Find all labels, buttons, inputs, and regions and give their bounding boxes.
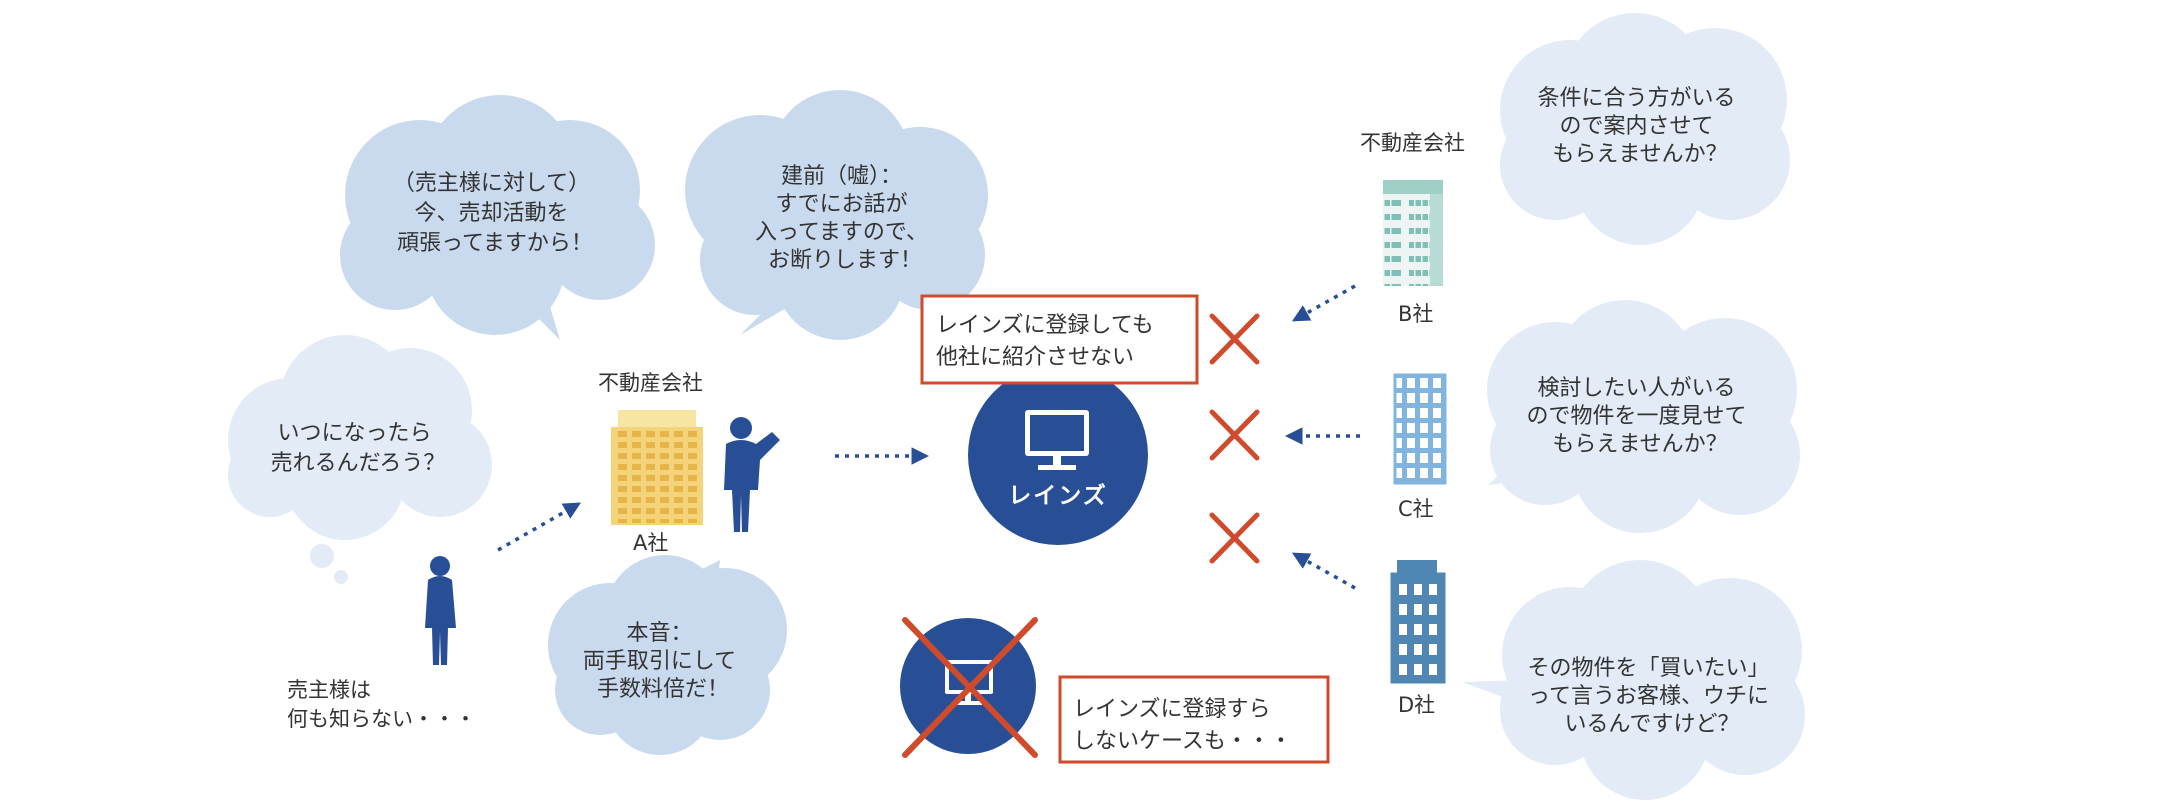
not-registered-text: レインズに登録すら しないケースも・・・ xyxy=(1073,697,1292,754)
company-b-bubble: 条件に合う方がいる ので案内させて もらえませんか？ xyxy=(1500,13,1790,245)
company-b-name: B社 xyxy=(1398,302,1433,326)
company-a-to-seller-line-2: 今、売却活動を xyxy=(414,201,568,226)
company-c-building-icon xyxy=(1393,373,1447,485)
company-b-text: 条件に合う方がいる ので案内させて もらえませんか？ xyxy=(1537,86,1742,167)
arrow-d-to-reins xyxy=(1291,552,1356,590)
company-b-building-icon xyxy=(1383,180,1443,286)
company-a-true-line-3: 手数料倍だ！ xyxy=(597,677,729,702)
seller-label: 売主様は 何も知らない・・・ xyxy=(287,678,476,731)
no-referral-box: レインズに登録しても 他社に紹介させない xyxy=(920,294,1199,385)
cross-icon xyxy=(902,617,1038,758)
company-a-true-bubble: 本音： 両手取引にして 手数料倍だ！ xyxy=(548,555,787,755)
company-a-pretense-line-2: すでにお話が xyxy=(775,192,907,217)
company-a-pretense-text: 建前（嘘）： すでにお話が 入ってますので、 お断りします！ xyxy=(755,164,935,273)
company-b-line-3: もらえませんか？ xyxy=(1552,142,1727,167)
seller-thought-bubble: いつになったら 売れるんだろう？ xyxy=(228,335,492,584)
block-c-cross-icon xyxy=(1209,409,1260,461)
company-a-to-seller-text: （売主様に対して） 今、売却活動を 頑張ってますから！ xyxy=(393,171,597,256)
seller-person-icon xyxy=(425,556,456,665)
block-b-cross-icon xyxy=(1209,313,1260,365)
company-b-line-1: 条件に合う方がいる xyxy=(1537,86,1735,111)
company-c-line-1: 検討したい人がいる xyxy=(1537,376,1735,401)
company-b-line-2: ので案内させて xyxy=(1559,114,1713,139)
no-referral-line-1: レインズに登録しても xyxy=(936,313,1154,338)
unregistered-reins-icon xyxy=(900,617,1038,758)
company-a-pretense-bubble: 建前（嘘）： すでにお話が 入ってますので、 お断りします！ xyxy=(685,90,988,340)
company-d-bubble: その物件を「買いたい」 って言うお客様、ウチに いるんですけど？ xyxy=(1462,560,1805,800)
company-a-building-icon xyxy=(611,410,703,525)
block-d-cross-icon xyxy=(1209,512,1260,564)
company-c-bubble: 検討したい人がいる ので物件を一度見せて もらえませんか？ xyxy=(1487,300,1800,533)
company-a-person-icon xyxy=(724,417,780,532)
not-registered-line-1: レインズに登録すら xyxy=(1073,697,1271,722)
company-a-to-seller-bubble: （売主様に対して） 今、売却活動を 頑張ってますから！ xyxy=(340,95,655,340)
not-registered-line-2: しないケースも・・・ xyxy=(1073,729,1292,754)
seller-thought-line-1: いつになったら xyxy=(277,421,431,446)
seller-thought-text: いつになったら 売れるんだろう？ xyxy=(271,421,446,476)
seller-thought-line-2: 売れるんだろう？ xyxy=(271,451,446,476)
company-c-name: C社 xyxy=(1398,497,1434,521)
company-c-line-2: ので物件を一度見せて xyxy=(1526,404,1746,429)
company-d-line-1: その物件を「買いたい」 xyxy=(1527,656,1769,681)
company-b-type-label: 不動産会社 xyxy=(1360,131,1465,155)
company-a-to-seller-line-3: 頑張ってますから！ xyxy=(397,231,593,256)
no-referral-line-2: 他社に紹介させない xyxy=(936,345,1134,370)
company-a-type-label: 不動産会社 xyxy=(598,371,703,395)
arrow-seller-to-a xyxy=(497,502,582,552)
company-a-pretense-line-3: 入ってますので、 xyxy=(755,220,928,245)
company-d-line-3: いるんですけど？ xyxy=(1565,712,1740,737)
company-d-line-2: って言うお客様、ウチに xyxy=(1528,684,1769,709)
company-a-true-line-1: 本音： xyxy=(626,621,692,646)
company-c-line-3: もらえませんか？ xyxy=(1552,432,1727,457)
seller-label-line-2: 何も知らない・・・ xyxy=(287,707,476,731)
seller-label-line-1: 売主様は xyxy=(287,678,371,702)
no-referral-text: レインズに登録しても 他社に紹介させない xyxy=(936,313,1161,370)
monitor-icon xyxy=(1025,410,1089,470)
company-d-text: その物件を「買いたい」 って言うお客様、ウチに いるんですけど？ xyxy=(1527,656,1776,737)
company-d-name: D社 xyxy=(1398,693,1435,717)
not-registered-box: レインズに登録すら しないケースも・・・ xyxy=(1058,675,1330,764)
company-d-building-icon xyxy=(1390,560,1446,684)
reins-circle: レインズ xyxy=(968,365,1148,545)
company-a-pretense-line-1: 建前（嘘）： xyxy=(781,164,902,189)
company-a-name: A社 xyxy=(633,531,668,555)
company-a-pretense-line-4: お断りします！ xyxy=(768,248,922,273)
arrow-b-to-reins xyxy=(1291,284,1356,322)
company-a-true-text: 本音： 両手取引にして 手数料倍だ！ xyxy=(583,621,743,702)
company-a-true-line-2: 両手取引にして xyxy=(583,649,736,674)
company-c-text: 検討したい人がいる ので物件を一度見せて もらえませんか？ xyxy=(1526,376,1753,457)
company-a-to-seller-line-1: （売主様に対して） xyxy=(393,171,590,196)
reins-label: レインズ xyxy=(1008,482,1108,509)
